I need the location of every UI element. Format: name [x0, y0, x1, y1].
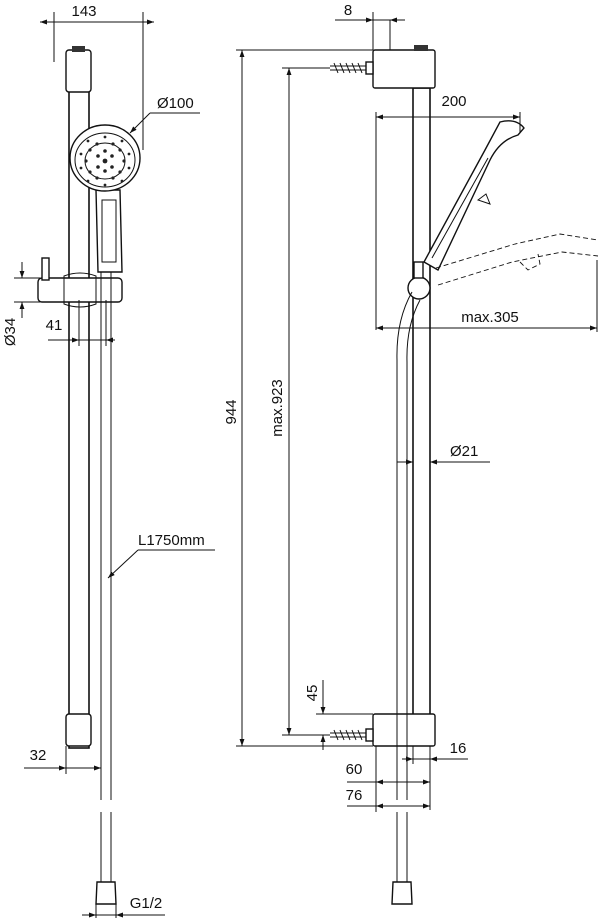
side-hand-shower	[423, 120, 525, 271]
side-hose-connector	[391, 881, 413, 905]
dim-wall-gap: 8	[344, 2, 352, 19]
front-bottom-bracket	[65, 713, 92, 747]
dim-total-height: 944	[223, 399, 240, 424]
front-hose-connector	[95, 881, 117, 905]
dim-60: 60	[346, 761, 363, 778]
dim-16: 16	[450, 740, 467, 757]
dim-reach-200: 200	[441, 93, 466, 110]
dim-head-diameter: Ø100	[157, 95, 194, 112]
front-top-bracket	[65, 49, 92, 93]
front-slider	[37, 277, 123, 303]
dim-reach-max: max.305	[461, 309, 519, 326]
nozzle-pattern	[79, 135, 131, 187]
dim-rail-diameter: Ø21	[450, 443, 478, 460]
side-rail	[412, 87, 431, 745]
dim-connector-thread: G1/2	[130, 895, 163, 912]
side-view: 8 200 max.305 944 max.923 Ø21 45	[223, 2, 599, 905]
dim-hose-length: L1750mm	[138, 532, 205, 549]
top-wall-screw	[330, 61, 374, 75]
side-top-bracket	[372, 49, 436, 89]
dim-max-height: max.923	[269, 379, 286, 437]
dim-slider-offset: 41	[46, 317, 63, 334]
front-shower-head	[69, 124, 141, 192]
dim-slider-diameter: Ø34	[2, 318, 19, 346]
side-hand-shower-alt	[435, 233, 599, 286]
dim-screw-offset: 45	[304, 685, 321, 702]
front-shower-handle	[95, 189, 123, 273]
dim-bracket-depth: 32	[30, 747, 47, 764]
side-bottom-bracket	[372, 713, 436, 747]
dim-76: 76	[346, 787, 363, 804]
side-slider-knob	[407, 276, 431, 300]
bottom-wall-screw	[330, 728, 374, 742]
dim-143: 143	[71, 3, 96, 20]
front-view: 143 Ø100 Ø34 41 L1750mm 32	[2, 3, 215, 918]
